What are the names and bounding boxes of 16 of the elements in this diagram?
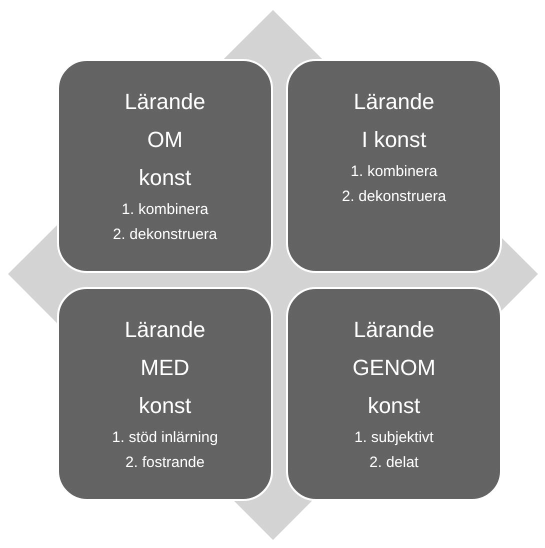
rounded-box xyxy=(286,287,502,501)
rounded-box xyxy=(57,287,273,501)
box-heading: Lärande MED konst xyxy=(124,316,206,420)
list-item: 2. delat xyxy=(369,453,419,473)
rounded-box xyxy=(286,59,502,273)
box-heading: Lärande OM konst xyxy=(124,88,206,192)
list-item: 1. subjektivt xyxy=(354,428,434,448)
list-item: 2. dekonstruera xyxy=(112,225,218,245)
box-heading: Lärande I konst xyxy=(354,88,434,154)
list-item: 1. kombinera xyxy=(122,200,208,220)
list-item: 1. stöd inlärning xyxy=(112,428,218,448)
box-heading: Lärande GENOM konst xyxy=(352,316,436,420)
list-item: 2. dekonstruera xyxy=(342,187,446,207)
list-item: 1. kombinera xyxy=(350,162,438,182)
list-item: 2. fostrande xyxy=(125,453,205,473)
rounded-box xyxy=(57,59,273,273)
